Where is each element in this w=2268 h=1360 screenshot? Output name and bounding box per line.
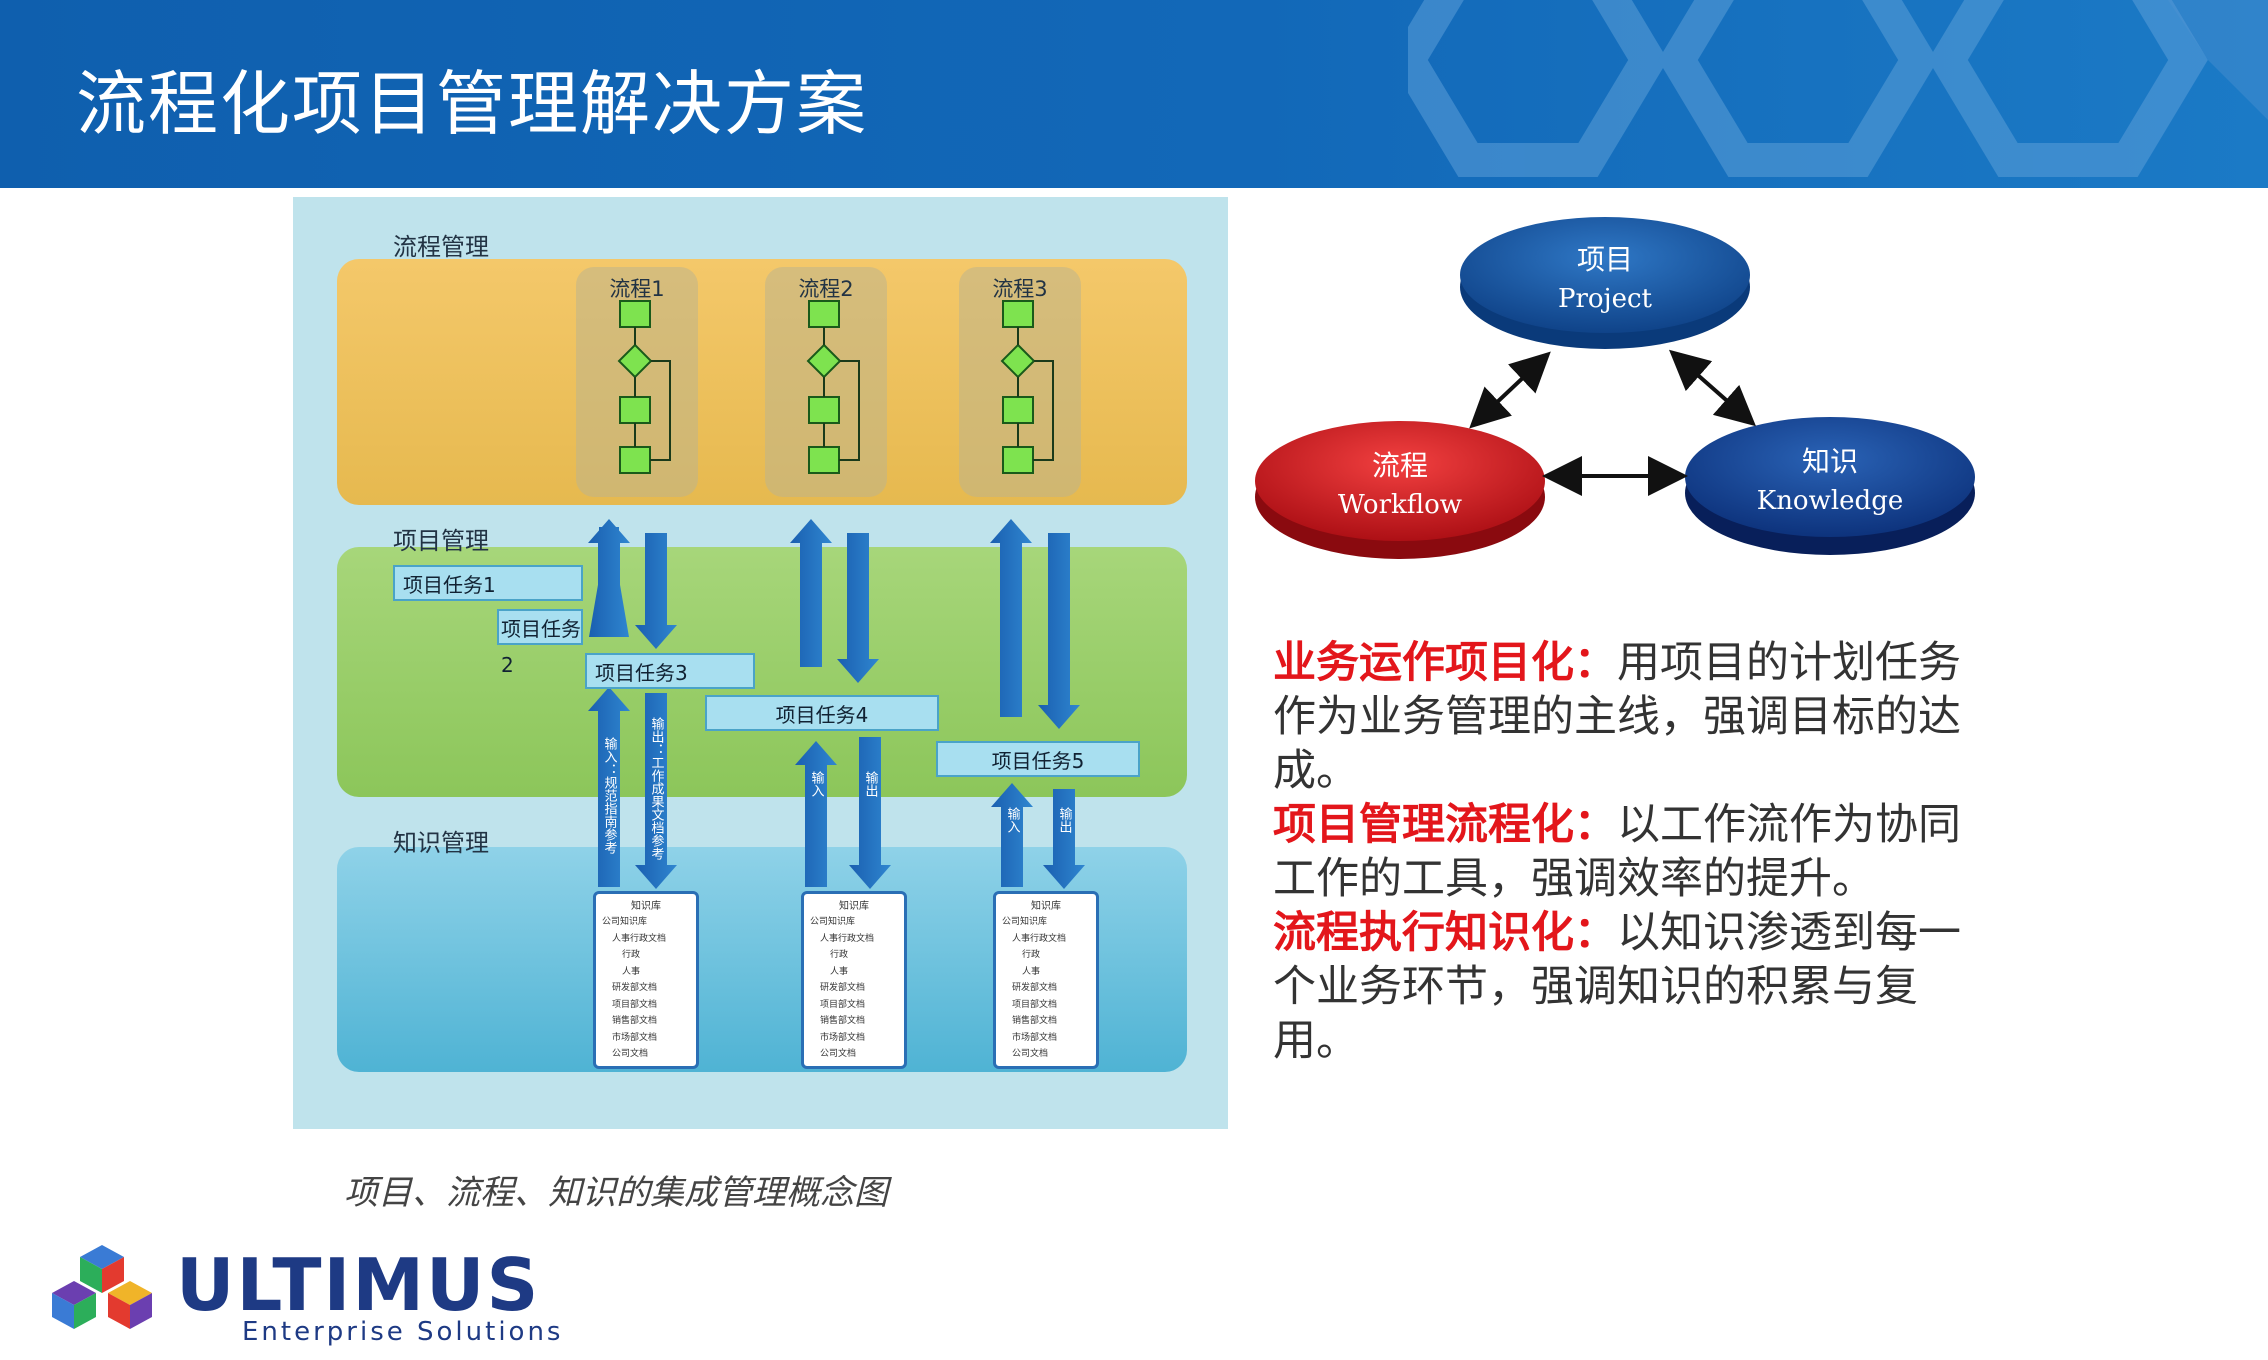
- project-task: 项目任务5: [936, 741, 1140, 777]
- project-task: 项目任务4: [705, 695, 939, 731]
- flow-card: 流程1: [576, 267, 698, 497]
- flow-card: 流程3: [959, 267, 1081, 497]
- arrows-layer: 输入：规范指南参考 输出：工作成果文档参考 输入 输出 输入 输出: [588, 519, 1085, 889]
- description-item: 项目管理流程化：以工作流作为协同工作的工具，强调效率的提升。: [1273, 800, 1961, 904]
- svg-text:Workflow: Workflow: [1338, 490, 1462, 520]
- workflow-node: 流程 Workflow: [1255, 421, 1545, 559]
- knowledge-base-panel: 知识库 公司知识库人事行政文档行政人事研发部文档项目部文档销售部文档市场部文档公…: [593, 891, 699, 1069]
- svg-text:Knowledge: Knowledge: [1757, 486, 1903, 516]
- flow-title: 流程1: [609, 277, 665, 301]
- description-item: 业务运作项目化：用项目的计划任务作为业务管理的主线，强调目标的达成。: [1273, 638, 1961, 796]
- project-node: 项目 Project: [1460, 217, 1750, 349]
- flow-card: 流程2: [765, 267, 887, 497]
- project-band-label: 项目管理: [393, 527, 489, 555]
- project-task: 项目任务2: [497, 609, 583, 677]
- knowledge-base-panel: 知识库 公司知识库人事行政文档行政人事研发部文档项目部文档销售部文档市场部文档公…: [993, 891, 1099, 1069]
- svg-text:项目: 项目: [1577, 243, 1633, 276]
- knowledge-node: 知识 Knowledge: [1685, 417, 1975, 555]
- svg-text:输出: 输出: [863, 770, 879, 797]
- project-task: 项目任务3: [585, 653, 755, 689]
- description-block: 业务运作项目化：用项目的计划任务作为业务管理的主线，强调目标的达成。 项目管理流…: [1273, 636, 1993, 1068]
- description-item: 流程执行知识化：以知识渗透到每一个业务环节，强调知识的积累与复用。: [1273, 908, 1961, 1066]
- flow-title: 流程3: [992, 277, 1048, 301]
- integration-concept-diagram: 流程管理 项目管理 知识管理 流程1 流程2: [293, 197, 1228, 1129]
- flowchart-icon: [806, 300, 860, 474]
- output-arrow-label: 输出：工作成果文档参考: [649, 716, 665, 860]
- project-task: 项目任务1: [393, 565, 583, 601]
- flowchart-icon: [617, 300, 671, 474]
- header-bar: 流程化项目管理解决方案: [0, 0, 2268, 188]
- svg-text:输入: 输入: [809, 770, 825, 797]
- cube-logo-icon: [52, 1245, 152, 1329]
- logo-subtitle: Enterprise Solutions: [242, 1317, 564, 1347]
- svg-text:输出: 输出: [1057, 806, 1073, 833]
- flowchart-icon: [1000, 300, 1054, 474]
- hexagon-decoration: [1408, 0, 2268, 177]
- svg-text:流程: 流程: [1372, 449, 1428, 482]
- knowledge-base-panel: 知识库 公司知识库人事行政文档行政人事研发部文档项目部文档销售部文档市场部文档公…: [801, 891, 907, 1069]
- svg-text:Project: Project: [1558, 284, 1653, 314]
- input-arrow: [588, 687, 630, 887]
- input-arrow-label: 输入：规范指南参考: [602, 736, 618, 854]
- process-band-label: 流程管理: [393, 233, 489, 261]
- svg-text:知识: 知识: [1802, 445, 1858, 478]
- svg-text:输入: 输入: [1005, 806, 1021, 833]
- page-title: 流程化项目管理解决方案: [76, 63, 868, 145]
- project-workflow-knowledge-triad: 项目 Project 流程 Workflow 知识 Knowledge: [1255, 217, 1975, 559]
- flow-title: 流程2: [798, 277, 854, 301]
- logo-brand-text: ULTIMUS: [176, 1243, 541, 1327]
- diagram-caption: 项目、流程、知识的集成管理概念图: [344, 1173, 888, 1213]
- knowledge-band-label: 知识管理: [393, 829, 489, 857]
